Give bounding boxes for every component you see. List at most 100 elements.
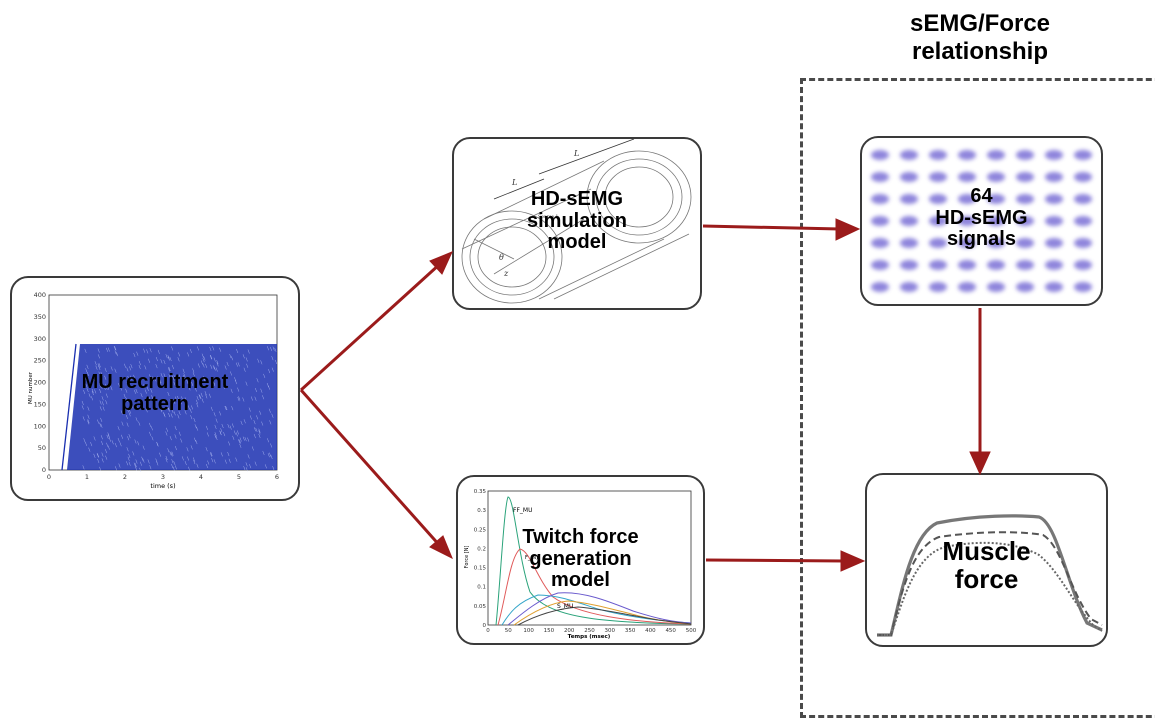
recruitment-ytick: 50 bbox=[38, 444, 46, 452]
arrow-twitch-to-force-head bbox=[840, 550, 866, 572]
signal-dot bbox=[1045, 194, 1063, 204]
signal-dot bbox=[958, 238, 976, 248]
recruitment-raster bbox=[61, 343, 278, 472]
signal-dot bbox=[958, 194, 976, 204]
signal-dot bbox=[958, 282, 976, 292]
twitch-ytick: 0 bbox=[483, 623, 487, 629]
twitch-ytick: 0.25 bbox=[474, 527, 487, 533]
recruitment-xtick: 1 bbox=[85, 473, 89, 481]
recruitment-xtick: 5 bbox=[237, 473, 241, 481]
twitch-xtick: 350 bbox=[625, 628, 636, 634]
twitch-force-label: Twitch force generation model bbox=[522, 526, 639, 592]
symbol-z: z bbox=[503, 269, 509, 278]
signal-dot bbox=[871, 282, 889, 292]
signal-dot bbox=[987, 216, 1005, 226]
twitch-xtick: 300 bbox=[605, 628, 616, 634]
flow-arrows bbox=[299, 218, 991, 572]
twitch-ytick: 0.2 bbox=[477, 546, 486, 552]
twitch-ytick: 0.05 bbox=[474, 604, 487, 610]
signal-dot bbox=[1074, 216, 1092, 226]
signal-dot bbox=[900, 238, 918, 248]
recruitment-xtick: 2 bbox=[123, 473, 127, 481]
signal-dot bbox=[1074, 150, 1092, 160]
signal-dot bbox=[958, 150, 976, 160]
twitch-series-ff: FF_MU bbox=[513, 507, 532, 514]
twitch-xtick: 100 bbox=[523, 628, 534, 634]
twitch-curve bbox=[507, 592, 692, 626]
signal-dot bbox=[1016, 194, 1034, 204]
signal-dot bbox=[929, 216, 947, 226]
signal-dot bbox=[1045, 150, 1063, 160]
twitch-series-s: S_MU bbox=[557, 603, 573, 610]
arrow-signals-to-force-head bbox=[969, 451, 991, 476]
arrow-recruit-to-hdsemg bbox=[299, 261, 443, 392]
signal-dot bbox=[929, 238, 947, 248]
twitch-xtick: 500 bbox=[686, 628, 697, 634]
signal-dot bbox=[987, 150, 1005, 160]
signal-dot bbox=[1045, 282, 1063, 292]
region-title: sEMG/Force relationship bbox=[909, 10, 1051, 66]
recruitment-ytick: 300 bbox=[34, 335, 46, 343]
recruitment-ylabel: MU number bbox=[28, 371, 34, 404]
signal-dot bbox=[1045, 216, 1063, 226]
twitch-series-f: F_(N) bbox=[525, 555, 538, 561]
signal-dot bbox=[900, 216, 918, 226]
twitch-ytick: 0.1 bbox=[477, 585, 486, 591]
arrow-recruit-to-twitch-head bbox=[429, 535, 453, 560]
twitch-xtick: 400 bbox=[645, 628, 656, 634]
signal-dot bbox=[929, 194, 947, 204]
recruitment-xtick: 3 bbox=[161, 473, 165, 481]
arrow-hdsemg-to-signals-head bbox=[835, 218, 861, 241]
twitch-xlabel: Temps (msec) bbox=[568, 634, 611, 640]
signal-dot bbox=[958, 260, 976, 270]
signal-dot bbox=[1016, 216, 1034, 226]
signal-dot bbox=[871, 260, 889, 270]
symbol-source: Source 1 bbox=[538, 214, 558, 220]
signal-dot bbox=[1016, 260, 1034, 270]
arrow-hdsemg-to-signals bbox=[702, 224, 841, 231]
hdsemg-model-label: HD-sEMG simulation model bbox=[526, 188, 627, 254]
signal-dot bbox=[1016, 172, 1034, 182]
signal-dot bbox=[1045, 260, 1063, 270]
hdsemg-model-box: L L θ z Source 1 HD-sEMG simulation mode… bbox=[452, 137, 702, 310]
twitch-ylabel: Force [N] bbox=[464, 546, 470, 569]
signal-dot bbox=[987, 172, 1005, 182]
signal-dot bbox=[929, 150, 947, 160]
twitch-xtick: 450 bbox=[665, 628, 676, 634]
twitch-ytick: 0.35 bbox=[474, 489, 487, 495]
twitch-curve bbox=[495, 496, 692, 626]
signal-dot bbox=[1016, 150, 1034, 160]
muscle-force-box: Muscle force bbox=[865, 473, 1108, 647]
twitch-ytick: 0.15 bbox=[474, 566, 487, 572]
twitch-xtick: 150 bbox=[544, 628, 555, 634]
recruitment-xlabel: time (s) bbox=[150, 482, 175, 490]
cylinder-sketch: L L θ z Source 1 bbox=[461, 139, 692, 304]
signal-dot bbox=[1016, 238, 1034, 248]
signal-dot bbox=[987, 194, 1005, 204]
recruitment-ytick: 250 bbox=[34, 357, 46, 365]
signal-dot bbox=[1016, 282, 1034, 292]
twitch-xtick: 200 bbox=[564, 628, 575, 634]
recruitment-xtick: 4 bbox=[199, 473, 203, 481]
signal-dot bbox=[929, 172, 947, 182]
signal-dot bbox=[900, 260, 918, 270]
mu-recruitment-label: MU recruitment pattern bbox=[81, 371, 229, 415]
symbol-l2: L bbox=[573, 149, 579, 158]
signal-dot bbox=[929, 260, 947, 270]
symbol-l1: L bbox=[511, 178, 517, 187]
signal-dot bbox=[987, 282, 1005, 292]
twitch-curves bbox=[495, 496, 692, 626]
recruitment-ytick: 100 bbox=[34, 422, 46, 430]
signal-dot bbox=[1074, 194, 1092, 204]
muscle-force-label: Muscle force bbox=[942, 536, 1031, 595]
signal-dot bbox=[1074, 282, 1092, 292]
signal-dot bbox=[1074, 172, 1092, 182]
twitch-xtick: 250 bbox=[584, 628, 595, 634]
force-curves bbox=[877, 514, 1103, 637]
symbol-theta: θ bbox=[499, 253, 504, 262]
signal-dot bbox=[987, 260, 1005, 270]
